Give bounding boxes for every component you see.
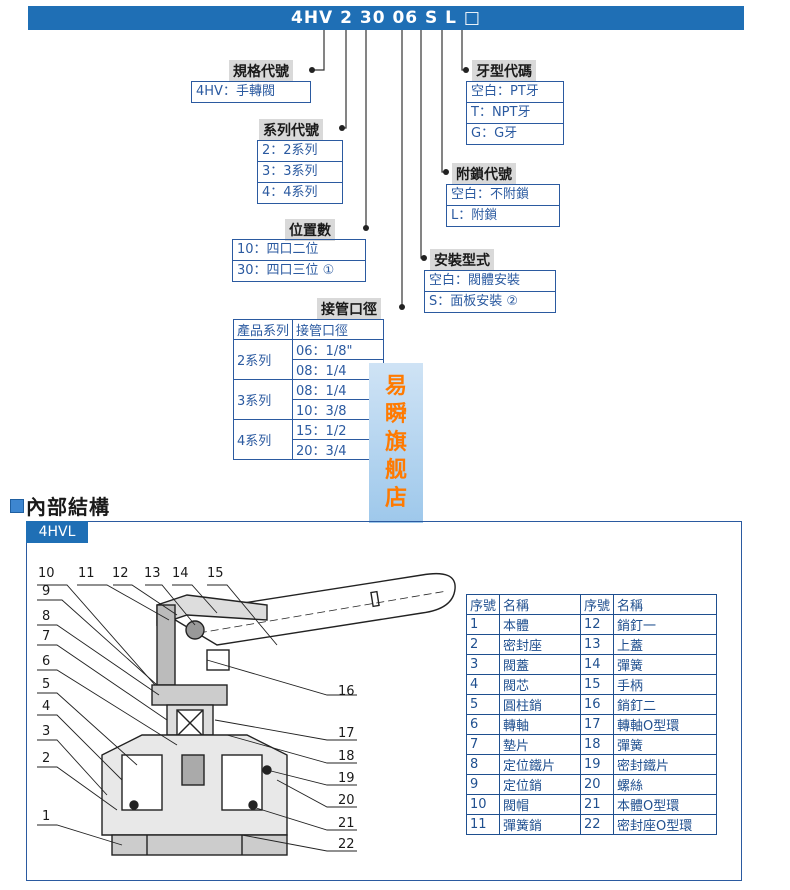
callout-3: 3: [42, 724, 51, 739]
series-code-box: 2：2系列 3：3系列 4：4系列: [257, 140, 343, 204]
position-count-label: 位置數: [285, 219, 335, 241]
thread-row: T：NPT牙: [467, 102, 563, 123]
valve-cross-section: [37, 572, 456, 856]
mount-type-box: 空白：閥體安裝 S：面板安裝 ②: [424, 270, 556, 313]
code-connector-lines: [309, 30, 469, 310]
port-series-cell: 4系列: [232, 419, 294, 460]
callout-6: 6: [42, 654, 51, 669]
port-header-series: 產品系列: [232, 319, 294, 340]
port-size-table: 產品系列 接管口徑 2系列 06：1/8" 08：1/4 3系列 08：1/4 …: [232, 319, 385, 460]
mount-row: 空白：閥體安裝: [429, 273, 521, 288]
callout-8: 8: [42, 609, 51, 624]
thread-row: G：G牙: [467, 123, 563, 144]
callout-4: 4: [42, 699, 51, 714]
spec-code-label: 規格代號: [229, 60, 293, 82]
thread-row: 空白：PT牙: [471, 84, 539, 99]
callout-7: 7: [42, 629, 51, 644]
callout-10: 10: [38, 566, 55, 581]
port-series-cell: 3系列: [232, 379, 294, 420]
parts-header-no: 序號: [465, 594, 501, 615]
mount-row: S：面板安裝 ②: [425, 291, 555, 312]
position-row: 30：四口三位 ①: [233, 260, 365, 281]
callout-14: 14: [172, 566, 189, 581]
parts-header-no: 序號: [580, 594, 615, 615]
callout-2: 2: [42, 751, 51, 766]
port-header-size: 接管口徑: [292, 319, 385, 340]
callout-13: 13: [144, 566, 161, 581]
port-series-cell: 2系列: [232, 339, 294, 380]
series-row: 3：3系列: [258, 161, 342, 182]
internal-structure-panel: [26, 521, 742, 881]
callout-11: 11: [78, 566, 95, 581]
lock-row: 空白：不附鎖: [451, 187, 530, 202]
port-size-label: 接管口徑: [317, 298, 381, 320]
callout-18: 18: [338, 749, 355, 764]
model-tag: 4HVL: [26, 521, 88, 543]
callout-22: 22: [338, 837, 355, 852]
thread-code-box: 空白：PT牙 T：NPT牙 G：G牙: [466, 81, 564, 145]
section-title: 內部結構: [26, 495, 110, 519]
position-row: 10：四口二位: [237, 242, 319, 257]
thread-code-label: 牙型代碼: [472, 60, 536, 82]
callout-20: 20: [338, 793, 355, 808]
callout-5: 5: [42, 677, 51, 692]
series-row: 4：4系列: [258, 182, 342, 203]
position-count-box: 10：四口二位 30：四口三位 ①: [232, 239, 366, 282]
shop-watermark: 易 瞬 旗 舰 店: [369, 363, 423, 523]
callout-16: 16: [338, 684, 355, 699]
port-size-cell: 20：3/4: [292, 439, 385, 460]
section-square-icon: [10, 499, 24, 513]
lock-code-label: 附鎖代號: [452, 163, 516, 185]
parts-header-name: 名稱: [499, 594, 582, 615]
spec-row: 4HV：手轉閥: [196, 84, 275, 99]
callout-9: 9: [42, 584, 51, 599]
callout-17: 17: [338, 726, 355, 741]
model-code-banner: 4HV 2 30 06 S L □: [28, 6, 744, 30]
spec-code-box: 4HV：手轉閥: [191, 81, 311, 103]
callout-1: 1: [42, 809, 51, 824]
port-size-cell: 08：1/4: [292, 359, 385, 380]
series-row: 2：2系列: [262, 143, 318, 158]
parts-header-name: 名稱: [613, 594, 718, 615]
lock-row: L：附鎖: [447, 205, 559, 226]
mount-type-label: 安裝型式: [430, 249, 494, 271]
callout-12: 12: [112, 566, 129, 581]
callout-19: 19: [338, 771, 355, 786]
port-size-cell: 06：1/8": [292, 339, 385, 360]
callout-15: 15: [207, 566, 224, 581]
lock-code-box: 空白：不附鎖 L：附鎖: [446, 184, 560, 227]
series-code-label: 系列代號: [259, 119, 323, 141]
callout-21: 21: [338, 816, 355, 831]
